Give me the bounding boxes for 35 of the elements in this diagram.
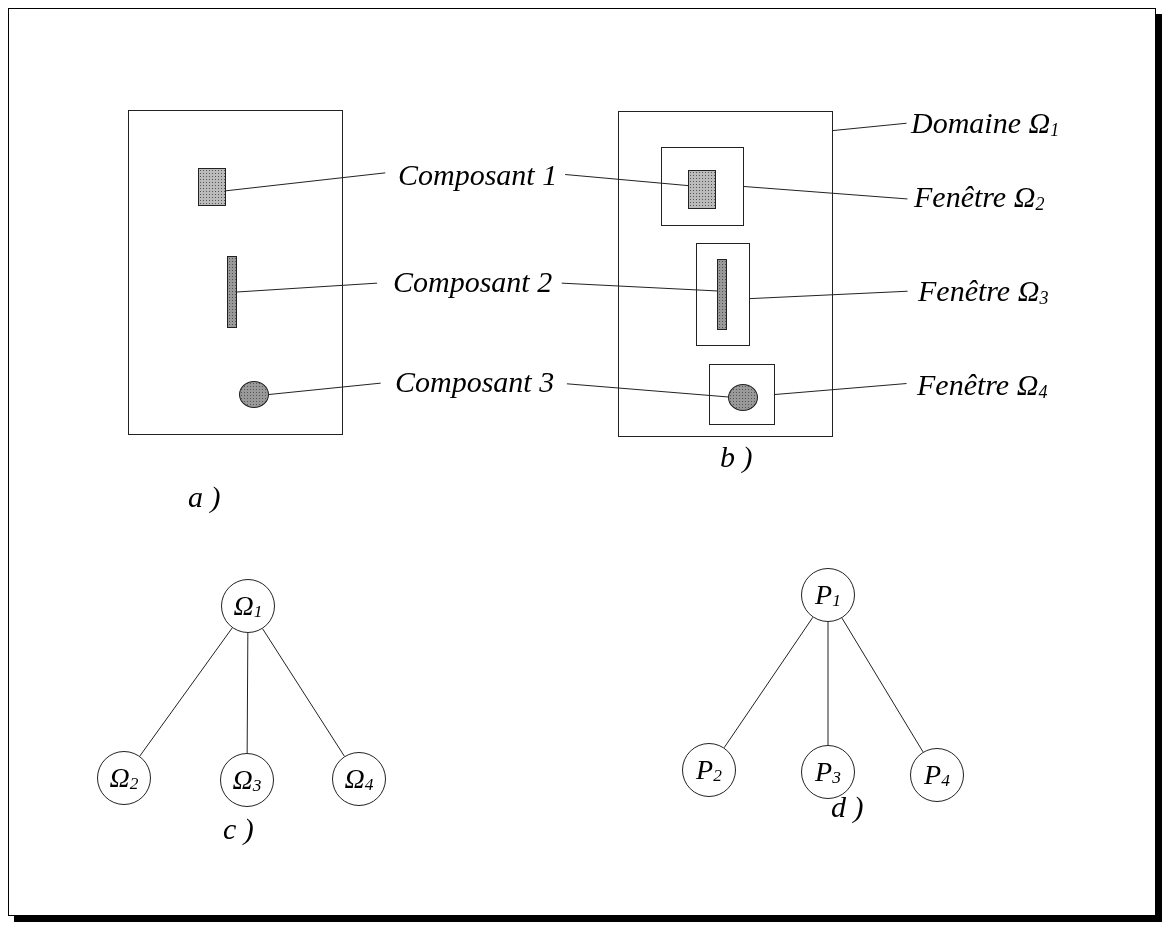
- callout-label: Composant 1: [398, 158, 558, 191]
- leader-line: [743, 186, 908, 200]
- leader-line: [561, 282, 718, 292]
- leader-line: [236, 282, 378, 293]
- component-rectangle: [198, 168, 226, 206]
- leader-line: [832, 122, 908, 132]
- leader-line: [225, 172, 386, 192]
- frame-rectangle: [696, 243, 750, 346]
- tree-edge: [139, 627, 233, 757]
- callout-label: Fenêtre Ω$_{2}$: [914, 180, 1045, 215]
- callout-label: Composant 2: [393, 265, 553, 298]
- frame-rectangle: [709, 364, 775, 425]
- callout-label: Fenêtre Ω$_{4}$: [917, 368, 1048, 403]
- callout-label: Fenêtre Ω$_{3}$: [918, 274, 1049, 309]
- frame-rectangle: [128, 110, 343, 435]
- panel-label: a ): [188, 480, 221, 514]
- frame-rectangle: [661, 147, 744, 226]
- frame-rectangle: [618, 111, 833, 437]
- tree-edge: [246, 632, 249, 754]
- tree-edge: [841, 617, 924, 753]
- component-rectangle: [688, 170, 716, 209]
- leader-line: [749, 290, 909, 300]
- leader-line: [566, 383, 729, 398]
- panel-label: c ): [223, 812, 254, 846]
- tree-edge: [723, 616, 814, 749]
- callout-label: Domaine Ω$_{1}$: [911, 106, 1060, 141]
- tree-edge: [827, 621, 829, 746]
- component-bar: [717, 259, 727, 330]
- leader-line: [564, 174, 689, 187]
- panel-label: b ): [720, 440, 753, 474]
- leader-line: [268, 382, 382, 395]
- leader-line: [774, 383, 908, 395]
- component-bar: [227, 256, 237, 328]
- callout-label: Composant 3: [395, 365, 555, 398]
- tree-edge: [262, 628, 345, 757]
